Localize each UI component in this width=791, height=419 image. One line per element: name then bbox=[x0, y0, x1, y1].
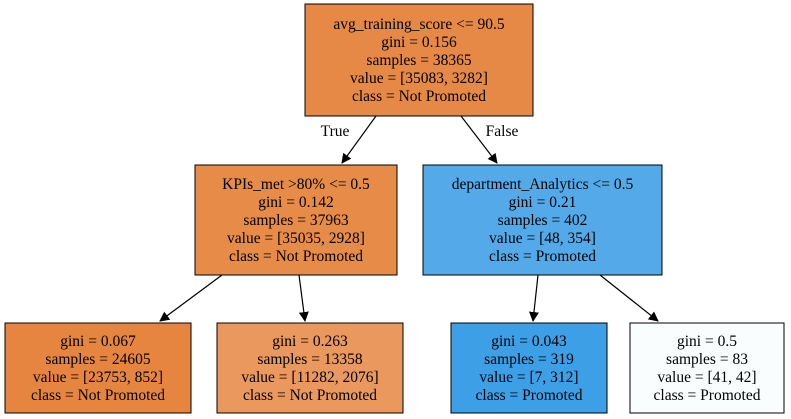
edge-root-to-left: True bbox=[321, 115, 377, 164]
node-text-line: KPIs_met >80% <= 0.5 bbox=[222, 176, 370, 193]
node-text-line: value = [41, 42] bbox=[657, 369, 756, 386]
edge-arrow bbox=[298, 274, 309, 322]
node-text-line: gini = 0.21 bbox=[509, 194, 577, 211]
node-box bbox=[422, 164, 663, 276]
node-text-line: value = [48, 354] bbox=[489, 230, 596, 247]
edge-right-to-right-left bbox=[529, 274, 539, 322]
node-text-line: samples = 83 bbox=[666, 351, 748, 368]
edge-arrow bbox=[460, 115, 498, 164]
node-box bbox=[629, 322, 785, 414]
edge-arrow bbox=[529, 274, 539, 322]
edge-left-to-left-right bbox=[298, 274, 309, 322]
node-box bbox=[194, 164, 398, 276]
node-text-line: value = [35035, 2928] bbox=[227, 230, 365, 247]
node-box bbox=[304, 3, 534, 117]
node-text-line: gini = 0.142 bbox=[258, 194, 333, 211]
node-text-line: class = Not Promoted bbox=[31, 387, 165, 404]
edge-root-to-right: False bbox=[460, 115, 519, 164]
node-text-line: class = Promoted bbox=[476, 387, 583, 404]
node-text-line: samples = 24605 bbox=[45, 351, 150, 368]
edge-right-to-right-right bbox=[599, 274, 659, 322]
node-text-line: samples = 402 bbox=[498, 212, 588, 229]
node-text-line: class = Not Promoted bbox=[229, 248, 363, 265]
node-text-line: samples = 37963 bbox=[243, 212, 348, 229]
node-text-line: avg_training_score <= 90.5 bbox=[333, 16, 504, 33]
node-box bbox=[4, 322, 192, 414]
node-text-line: class = Promoted bbox=[654, 387, 761, 404]
edges-layer: True False bbox=[159, 115, 659, 322]
node-box bbox=[216, 322, 404, 414]
edge-left-to-left-left bbox=[159, 274, 223, 322]
node-text-line: gini = 0.067 bbox=[60, 333, 136, 350]
node-text-line: department_Analytics <= 0.5 bbox=[452, 176, 634, 193]
edge-arrow bbox=[599, 274, 659, 322]
node-text-line: value = [23753, 852] bbox=[33, 369, 163, 386]
edge-label: True bbox=[321, 123, 350, 140]
node-text-line: gini = 0.043 bbox=[491, 333, 567, 350]
node-text-line: class = Not Promoted bbox=[352, 88, 486, 105]
node-box bbox=[450, 322, 608, 414]
node-text-line: value = [11282, 2076] bbox=[241, 369, 378, 386]
node-text-line: gini = 0.5 bbox=[677, 333, 737, 350]
node-text-line: value = [35083, 3282] bbox=[350, 70, 488, 87]
edge-arrow bbox=[159, 274, 223, 322]
node-text-line: samples = 38365 bbox=[366, 52, 471, 69]
edge-label: False bbox=[486, 123, 519, 140]
node-text-line: value = [7, 312] bbox=[479, 369, 578, 386]
node-text-line: samples = 13358 bbox=[257, 351, 362, 368]
edge-arrow bbox=[341, 115, 377, 164]
node-text-line: samples = 319 bbox=[484, 351, 574, 368]
node-text-line: gini = 0.156 bbox=[381, 34, 457, 51]
node-text-line: class = Not Promoted bbox=[243, 387, 377, 404]
node-text-line: class = Promoted bbox=[489, 248, 596, 265]
node-text-line: gini = 0.263 bbox=[272, 333, 348, 350]
